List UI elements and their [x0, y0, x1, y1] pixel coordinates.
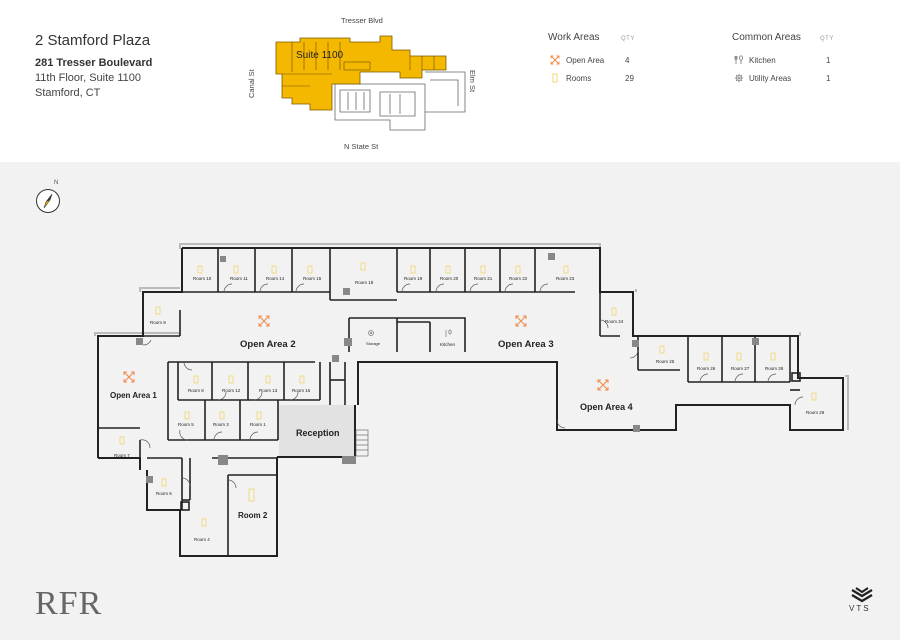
open-area-icon: [123, 315, 609, 391]
building-title: 2 Stamford Plaza: [35, 32, 151, 49]
work-areas-heading: Work Areas: [548, 32, 600, 43]
legend-utility-label: Utility Areas: [749, 74, 792, 83]
walls: [97, 247, 844, 557]
room-24-label: Room 24: [605, 319, 624, 324]
floor-plan: Open Area 2 Open Area 3 Open Area 1 Open…: [94, 243, 849, 557]
room-5-label: Room 5: [178, 422, 194, 427]
room-29-label: Room 29: [806, 410, 825, 415]
gear-icon: [734, 73, 744, 83]
legend-rooms-qty: 29: [625, 74, 634, 83]
street-west: Canal St: [247, 68, 256, 98]
address-line-2: 11th Floor, Suite 1100: [35, 72, 141, 84]
vts-logo-icon: [851, 587, 873, 603]
room-22-label: Room 22: [509, 276, 528, 281]
room-8-label: Room 8: [188, 388, 204, 393]
key-map: Tresser Blvd N State St Canal St Elm St …: [247, 16, 477, 151]
kitchen-icon: [445, 329, 452, 337]
rfr-logo: RFR: [35, 585, 103, 622]
room-1-label: Room 1: [250, 422, 266, 427]
room-11-label: Room 11: [230, 276, 248, 281]
reception-label: Reception: [296, 428, 340, 438]
work-areas-qty-heading: QTY: [621, 36, 635, 42]
room-27-label: Room 27: [731, 366, 750, 371]
room-21-label: Room 21: [474, 276, 493, 281]
storage-label: Storage: [366, 341, 381, 346]
room-16-label: Room 16: [292, 388, 311, 393]
entrance: [355, 429, 369, 457]
room-icon: [119, 262, 817, 527]
open-area-1-label: Open Area 1: [110, 391, 157, 400]
street-north: Tresser Blvd: [341, 16, 383, 25]
window-bands: [94, 243, 849, 430]
room-13-label: Room 13: [259, 388, 278, 393]
legend-kitchen-label: Kitchen: [749, 56, 776, 65]
common-areas-qty-heading: QTY: [820, 36, 834, 42]
suite-label: Suite 1100: [296, 50, 344, 61]
room-14-label: Room 14: [266, 276, 285, 281]
header: [0, 0, 900, 162]
room-28-label: Room 28: [765, 366, 784, 371]
legend-rooms-label: Rooms: [566, 74, 592, 83]
open-area-4-label: Open Area 4: [580, 402, 633, 412]
suite-highlight: [275, 35, 447, 111]
room-20-label: Room 20: [440, 276, 459, 281]
open-area-2-label: Open Area 2: [240, 339, 296, 350]
room-10-label: Room 10: [193, 276, 212, 281]
interior-walls: [98, 248, 801, 556]
room-19-label: Room 19: [404, 276, 423, 281]
legend-open-area-qty: 4: [625, 56, 630, 65]
legend-kitchen-qty: 1: [826, 56, 831, 65]
room-25-label: Room 25: [656, 359, 675, 364]
street-east: Elm St: [468, 70, 477, 93]
address-line-3: Stamford, CT: [35, 87, 101, 99]
door-swings: [139, 283, 804, 489]
room-18-label: Room 18: [355, 280, 374, 285]
room-7-label: Room 7: [114, 453, 130, 458]
open-area-icon: [550, 55, 560, 65]
room-6-label: Room 6: [156, 491, 172, 496]
floorplan-background: [0, 162, 900, 640]
room-12-label: Room 12: [222, 388, 241, 393]
room-4-label: Room 4: [194, 537, 210, 542]
legend-utility-qty: 1: [826, 74, 831, 83]
room-2-label: Room 2: [238, 511, 268, 520]
room-26-label: Room 26: [697, 366, 716, 371]
open-area-3-label: Open Area 3: [498, 339, 554, 350]
address-line-1: 281 Tresser Boulevard: [35, 57, 153, 69]
room-15-label: Room 15: [303, 276, 322, 281]
kitchen-label: Kitchen: [440, 342, 456, 347]
common-areas-heading: Common Areas: [732, 32, 801, 43]
vts-logo-label: VTS: [849, 604, 871, 613]
reception-area: [279, 405, 355, 457]
legend-open-area-label: Open Area: [566, 56, 605, 65]
room-23-label: Room 23: [556, 276, 575, 281]
kitchen-icon: [734, 55, 743, 64]
street-south: N State St: [344, 142, 379, 151]
room-3-label: Room 3: [213, 422, 229, 427]
gear-icon: [368, 330, 374, 336]
room-9-label: Room 9: [150, 320, 166, 325]
room-icon: [552, 73, 558, 83]
keymap-building: [334, 71, 466, 131]
compass-north-label: N: [54, 180, 59, 186]
columns: [136, 253, 759, 483]
compass-icon: [36, 189, 60, 213]
